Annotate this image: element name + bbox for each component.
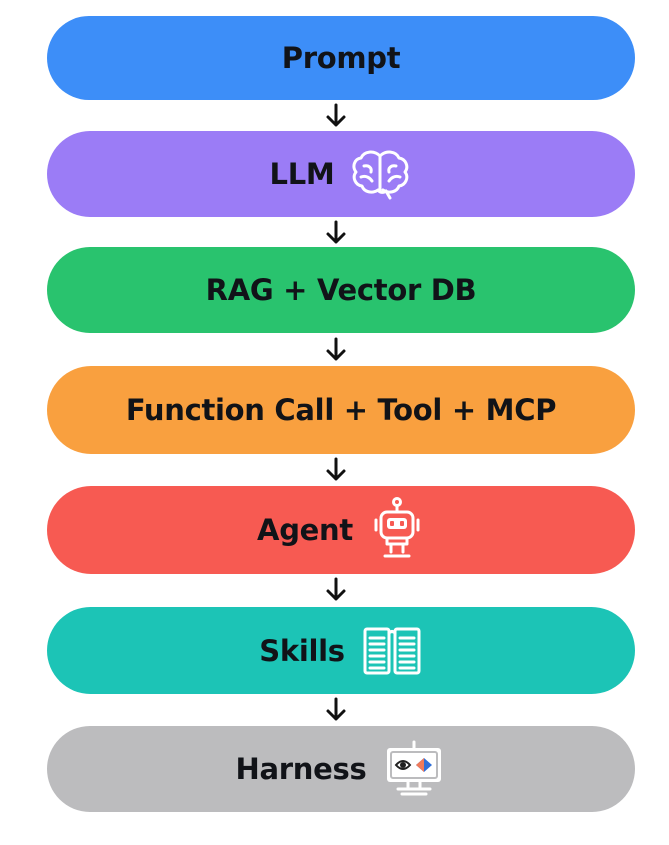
- step-harness: Harness: [47, 726, 635, 812]
- down-arrow-icon: [326, 697, 346, 721]
- down-arrow-icon: [326, 103, 346, 127]
- monitor-eyes-icon: [382, 740, 446, 798]
- down-arrow-icon: [326, 577, 346, 601]
- step-skills-label: Skills: [259, 633, 345, 668]
- step-harness-label: Harness: [235, 752, 367, 786]
- step-agent: Agent: [47, 486, 635, 574]
- step-rag-vector-db-label: RAG + Vector DB: [205, 273, 477, 307]
- down-arrow-icon: [326, 457, 346, 481]
- step-llm: LLM: [47, 131, 635, 217]
- robot-icon: [369, 496, 425, 564]
- down-arrow-icon: [326, 337, 346, 361]
- down-arrow-icon: [326, 220, 346, 244]
- step-function-call-label: Function Call + Tool + MCP: [125, 393, 557, 427]
- step-agent-label: Agent: [257, 513, 353, 547]
- step-prompt-label: Prompt: [281, 41, 401, 75]
- step-rag-vector-db: RAG + Vector DB: [47, 247, 635, 333]
- step-skills: Skills: [47, 607, 635, 694]
- step-llm-label: LLM: [269, 157, 335, 191]
- step-function-call: Function Call + Tool + MCP: [47, 366, 635, 454]
- open-book-icon: [361, 625, 423, 677]
- step-prompt: Prompt: [47, 16, 635, 100]
- brain-icon: [350, 148, 412, 200]
